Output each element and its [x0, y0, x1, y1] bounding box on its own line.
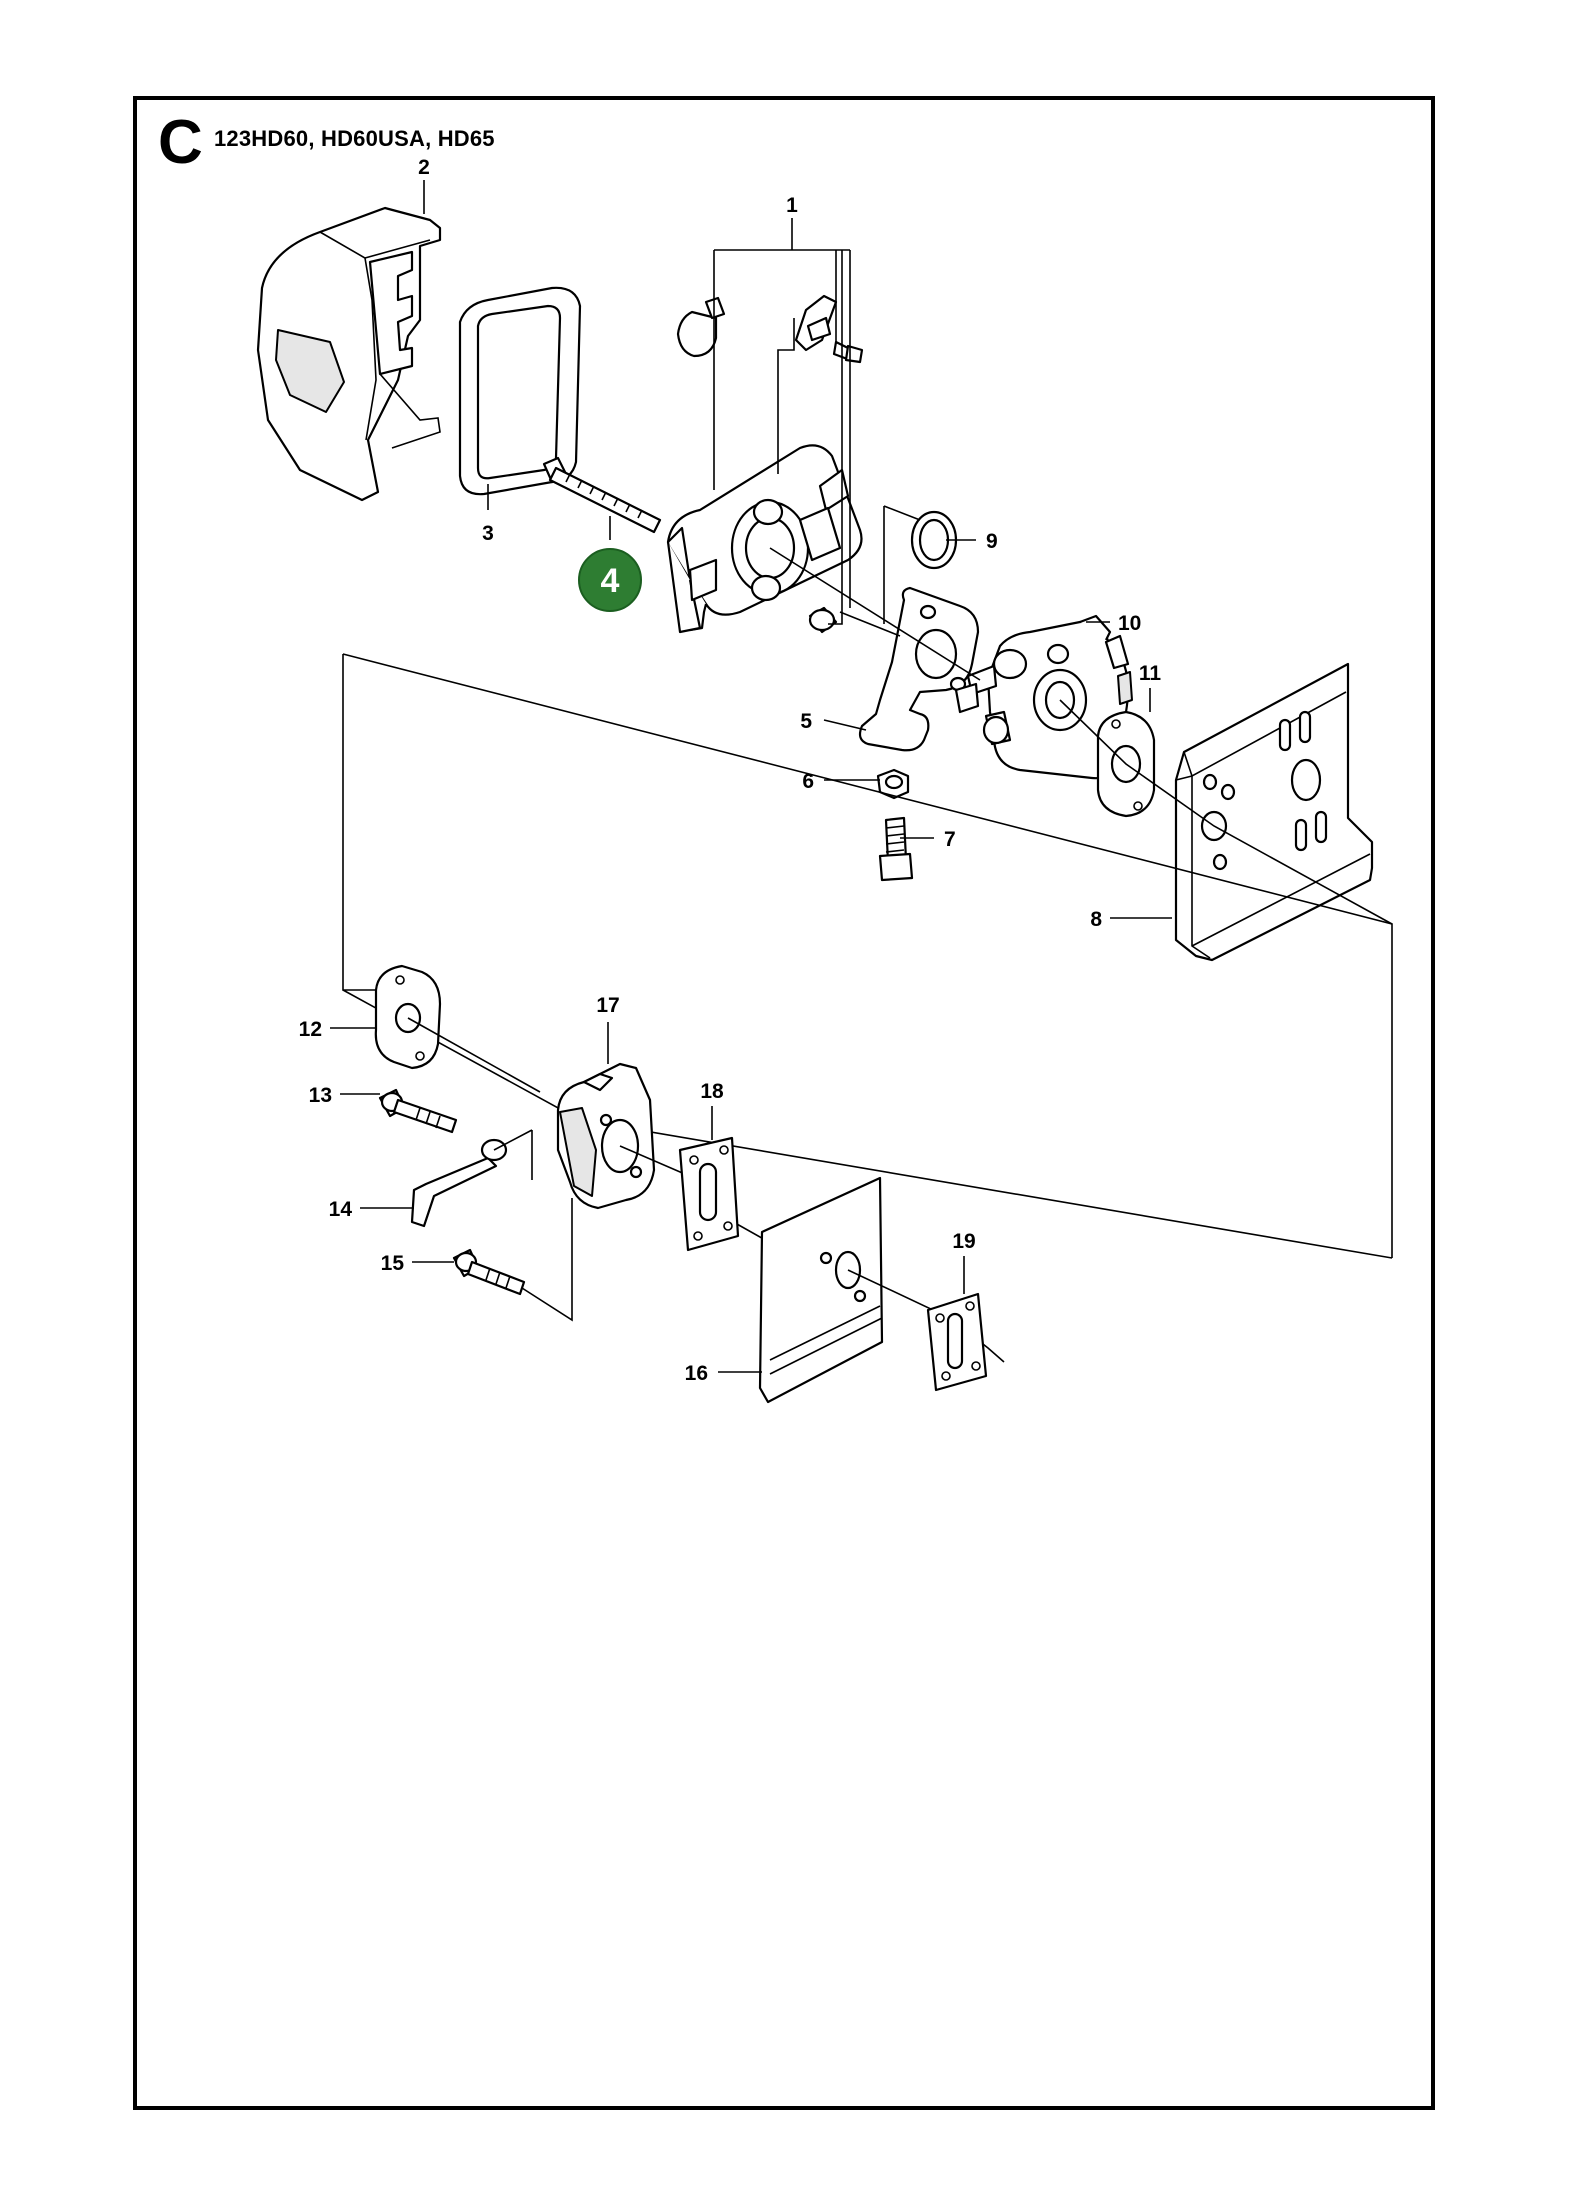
- part-1-bracket: [713, 249, 851, 625]
- gasket-part-12[interactable]: [374, 964, 442, 1070]
- callout-18: 18: [700, 1080, 724, 1103]
- callout-14: 14: [329, 1198, 353, 1221]
- leader-lines: [330, 180, 1172, 1373]
- callout-15: 15: [381, 1252, 405, 1275]
- callout-8: 8: [1090, 908, 1102, 931]
- section-letter: C: [158, 108, 203, 177]
- highlight-badge-label: 4: [601, 562, 620, 600]
- gasket-part-19[interactable]: [926, 1292, 988, 1392]
- model-list: 123HD60, HD60USA, HD65: [214, 126, 495, 151]
- screw-part-13[interactable]: [378, 1088, 458, 1134]
- callout-16: 16: [685, 1362, 708, 1385]
- bracket-plate-part-5[interactable]: [858, 586, 980, 752]
- part-9-leader-bracket: [883, 505, 921, 624]
- callout-17: 17: [596, 994, 619, 1017]
- link-rod-part-14[interactable]: [410, 1138, 508, 1228]
- adjuster-screw-part-7[interactable]: [878, 816, 914, 882]
- heat-shield-plate-part-8[interactable]: [1174, 662, 1374, 962]
- nut-part-6[interactable]: [876, 768, 910, 800]
- callout-12: 12: [299, 1018, 322, 1041]
- callout-19: 19: [952, 1230, 975, 1253]
- callout-2: 2: [418, 156, 430, 179]
- callout-13: 13: [309, 1084, 332, 1107]
- callout-6: 6: [802, 770, 814, 793]
- flat-plate-part-16[interactable]: [758, 1176, 884, 1404]
- insulator-block-part-17[interactable]: [556, 1062, 656, 1210]
- page-frame: [133, 96, 1435, 2110]
- callout-1: 1: [786, 194, 798, 217]
- filter-element-part-3[interactable]: [458, 286, 582, 496]
- air-filter-housing-part-1[interactable]: [666, 294, 864, 634]
- callout-11: 11: [1139, 662, 1162, 685]
- part-14-bracket: [493, 1129, 533, 1180]
- callout-9: 9: [986, 530, 998, 553]
- callout-3: 3: [482, 522, 494, 545]
- carburetor-part-10[interactable]: [954, 614, 1133, 780]
- highlight-badge-circle: [578, 548, 642, 612]
- callout-10: 10: [1118, 612, 1141, 635]
- part-15-bracket: [521, 1198, 573, 1322]
- callout-7: 7: [944, 828, 956, 851]
- gasket-part-18[interactable]: [678, 1136, 740, 1252]
- air-filter-cover-part-2[interactable]: [256, 206, 442, 502]
- highlight-badge-part-4[interactable]: 4: [578, 548, 642, 612]
- callout-labels: 2 3 1 9 10 11 5 6 7 8 12 17 13 18 14 15 …: [299, 156, 1162, 1385]
- assembly-axis-line-upper: [769, 547, 1393, 925]
- callout-5: 5: [800, 710, 812, 733]
- long-screw-part-4[interactable]: [542, 456, 662, 534]
- screw-part-15[interactable]: [452, 1248, 526, 1296]
- part-12-axis: [407, 1017, 541, 1093]
